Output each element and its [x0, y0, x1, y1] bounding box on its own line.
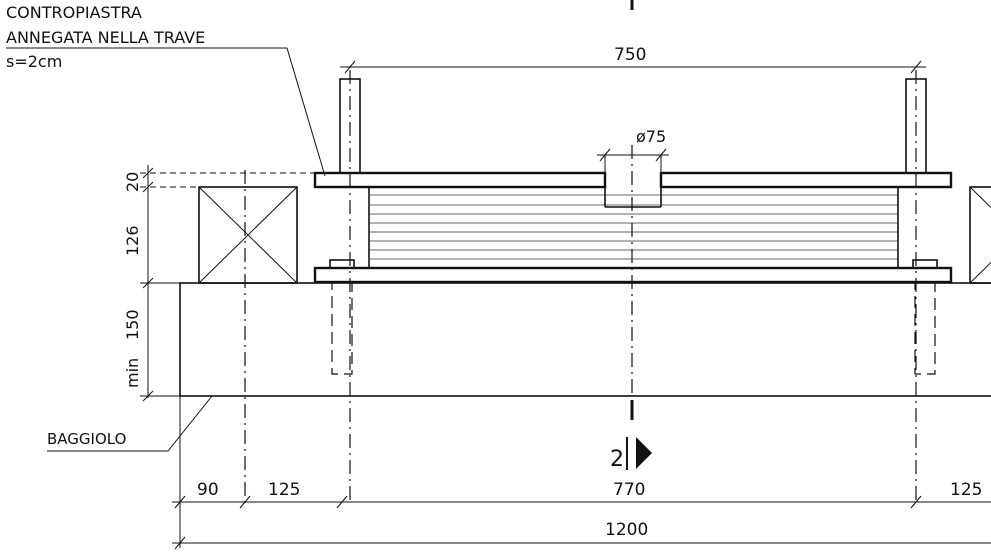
right-crossed-block: [969, 186, 991, 284]
dim-hole-text: ø75: [636, 127, 666, 146]
dim-20-text: 20: [123, 172, 142, 192]
vertical-dimensions: 20 126 150 min: [123, 165, 315, 402]
note-leader: [286, 47, 326, 177]
dim-min-text: min: [123, 358, 142, 388]
dim-770-text: 770: [613, 480, 645, 500]
dim-90-text: 90: [197, 480, 219, 500]
dim-1200: 1200: [172, 520, 991, 550]
dim-750: 750: [340, 45, 926, 74]
left-crossed-block: [198, 186, 298, 284]
note-line-1: CONTROPIASTRA: [6, 3, 142, 22]
note-line-3: s=2cm: [6, 52, 62, 71]
dim-hole: ø75: [597, 127, 669, 173]
dim-150-text: 150: [123, 309, 142, 340]
baggiolo-note: BAGGIOLO: [47, 395, 213, 452]
dim-1200-text: 1200: [605, 520, 648, 540]
bottom-anchors: [331, 281, 936, 375]
baggiolo-label: BAGGIOLO: [47, 430, 126, 448]
dim-750-text: 750: [614, 45, 646, 65]
pedestal-outline: [179, 282, 991, 397]
top-plate: [313, 171, 953, 208]
bottom-plate: [313, 259, 953, 284]
note-line-2: ANNEGATA NELLA TRAVE: [6, 28, 205, 47]
section-cut-marks: 2: [610, 0, 652, 472]
top-anchors: [339, 78, 927, 174]
dim-125-left-text: 125: [268, 480, 300, 500]
dim-125-right-text: 125: [950, 480, 982, 500]
section-marker-label: 2: [610, 447, 624, 472]
dim-126-text: 126: [123, 225, 142, 256]
baggiolo-leader: [47, 395, 213, 452]
contropiastra-note: CONTROPIASTRA ANNEGATA NELLA TRAVE s=2cm: [6, 3, 326, 177]
section-arrow-icon: [636, 437, 652, 469]
dim-row-bottom: 90 125 770 125: [172, 396, 991, 548]
center-lines: [244, 70, 917, 505]
bearing-layers: [368, 187, 899, 268]
